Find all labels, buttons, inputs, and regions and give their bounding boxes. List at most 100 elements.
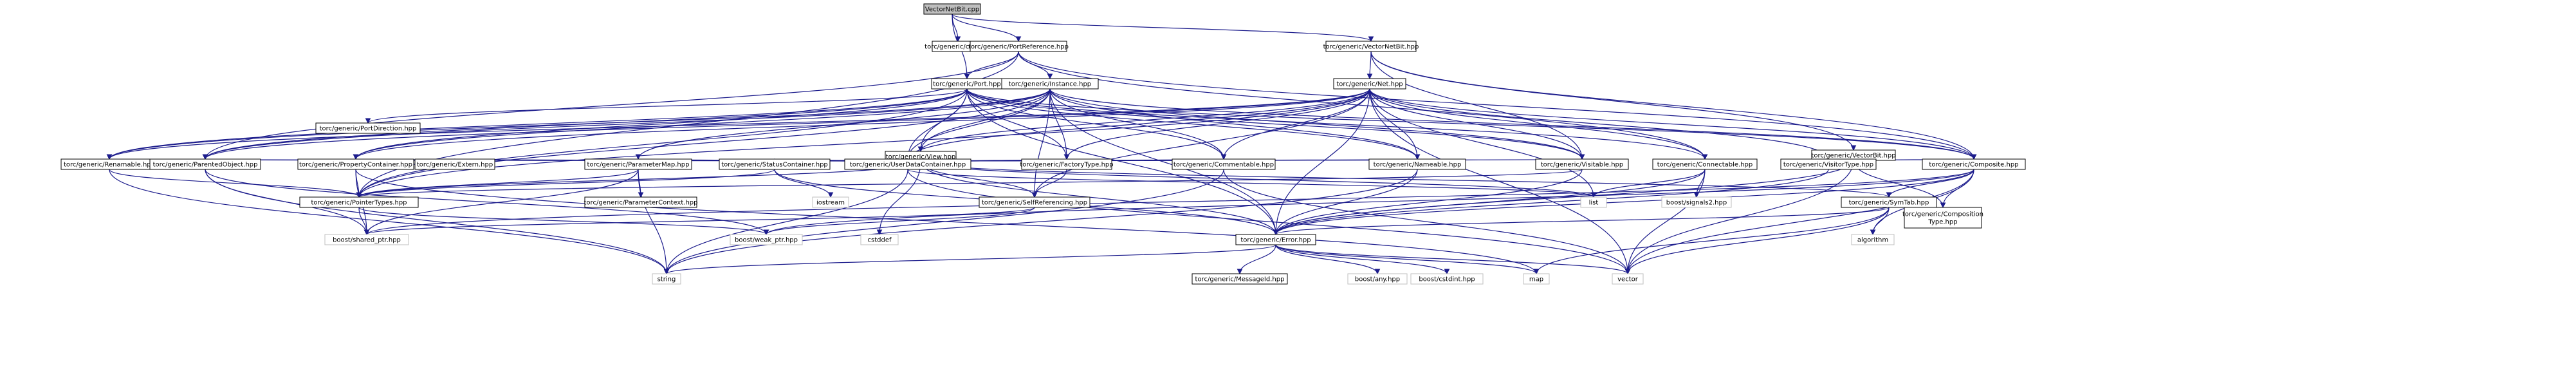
node-box — [860, 234, 899, 245]
node-parammap[interactable]: torc/generic/ParameterMap.hpp — [584, 158, 692, 170]
dependency-edge — [966, 88, 1276, 235]
dependency-edge — [1627, 169, 1974, 274]
node-parented[interactable]: torc/generic/ParentedObject.hpp — [149, 158, 261, 170]
edge-arrowhead — [1971, 154, 1977, 160]
edge-arrowhead — [876, 229, 883, 236]
node-userdata[interactable]: torc/generic/UserDataContainer.hpp — [844, 158, 971, 170]
node-shared: boost/shared_ptr.hpp — [324, 234, 409, 245]
dependency-edge — [1223, 169, 1628, 274]
node-msgid[interactable]: torc/generic/MessageId.hpp — [1191, 273, 1288, 285]
node-label: map — [1529, 276, 1543, 283]
node-composite[interactable]: torc/generic/Composite.hpp — [1922, 158, 2026, 170]
edge-arrowhead — [1063, 154, 1070, 160]
node-net[interactable]: torc/generic/Net.hpp — [1333, 78, 1406, 90]
node-statuscont[interactable]: torc/generic/StatusContainer.hpp — [719, 158, 831, 170]
node-vnbhpp[interactable]: torc/generic/VectorNetBit.hpp — [1323, 41, 1419, 52]
node-box — [979, 196, 1090, 208]
node-box — [1021, 158, 1112, 170]
node-label: torc/generic/PropertyContainer.hpp — [299, 162, 412, 169]
edge-arrowhead — [1886, 192, 1892, 198]
node-paramctx[interactable]: torc/generic/ParameterContext.hpp — [584, 196, 698, 208]
node-portdir[interactable]: torc/generic/PortDirection.hpp — [315, 122, 421, 134]
node-label: torc/generic/Net.hpp — [1336, 81, 1403, 88]
dependency-edge — [666, 244, 1276, 274]
dependency-edge — [358, 169, 1583, 198]
dependency-edge — [638, 88, 1051, 160]
node-label: torc/generic/UserDataContainer.hpp — [850, 162, 966, 169]
node-portref[interactable]: torc/generic/PortReference.hpp — [968, 41, 1069, 52]
node-selfref[interactable]: torc/generic/SelfReferencing.hpp — [979, 196, 1090, 208]
dependency-edge — [358, 169, 639, 198]
edge-arrowhead — [353, 154, 359, 160]
node-commentable[interactable]: torc/generic/Commentable.hpp — [1172, 158, 1276, 170]
node-nameable[interactable]: torc/generic/Nameable.hpp — [1368, 158, 1466, 170]
node-box — [1191, 273, 1288, 285]
node-extern[interactable]: torc/generic/Extern.hpp — [414, 158, 495, 170]
node-renamable[interactable]: torc/generic/Renamable.hpp — [60, 158, 158, 170]
dependency-edge — [1275, 244, 1537, 274]
dependency-edge — [1627, 169, 1706, 274]
node-label: Type.hpp — [1927, 219, 1957, 226]
node-label: torc/generic/Extern.hpp — [417, 162, 493, 169]
dependency-edge — [1369, 88, 1583, 160]
node-connectable[interactable]: torc/generic/Connectable.hpp — [1652, 158, 1758, 170]
node-label: torc/generic/Port.hpp — [933, 81, 1001, 88]
dependency-edge — [666, 169, 1224, 274]
edge-arrowhead — [763, 229, 769, 236]
node-box — [1661, 196, 1732, 208]
node-label: torc/generic/SymTab.hpp — [1849, 200, 1929, 207]
dependency-edge — [358, 207, 767, 235]
node-label: torc/generic/config.h — [925, 44, 991, 51]
node-vector: vector — [1612, 273, 1644, 285]
node-visitable[interactable]: torc/generic/Visitable.hpp — [1535, 158, 1629, 170]
dependency-edge — [358, 169, 775, 198]
edge-arrowhead — [964, 73, 970, 80]
dependency-edge — [952, 14, 1372, 42]
node-factory[interactable]: torc/generic/FactoryType.hpp — [1020, 158, 1114, 170]
dependency-edge — [966, 88, 1706, 160]
edge-arrowhead — [663, 269, 670, 275]
node-label: torc/generic/StatusContainer.hpp — [721, 162, 828, 169]
node-instance[interactable]: torc/generic/Instance.hpp — [1001, 78, 1099, 90]
node-label: torc/generic/Renamable.hpp — [64, 162, 155, 169]
node-visitortype[interactable]: torc/generic/VisitorType.hpp — [1780, 158, 1877, 170]
node-label: torc/generic/Visitable.hpp — [1541, 162, 1623, 169]
node-label: torc/generic/ParameterMap.hpp — [587, 162, 690, 169]
node-list: list — [1580, 196, 1607, 208]
node-label: boost/any.hpp — [1355, 276, 1400, 283]
dependency-edge — [966, 88, 1418, 160]
node-box — [1841, 196, 1937, 208]
edge-arrowhead — [1624, 269, 1631, 275]
node-symtab[interactable]: torc/generic/SymTab.hpp — [1841, 196, 1937, 208]
node-label: torc/generic/ParameterContext.hpp — [584, 200, 698, 207]
node-box — [584, 158, 692, 170]
edge-arrowhead — [1444, 269, 1450, 275]
node-box — [584, 196, 697, 208]
node-iostream: iostream — [812, 196, 849, 208]
node-label: torc/generic/SelfReferencing.hpp — [982, 200, 1087, 207]
node-box — [1235, 234, 1316, 245]
dependency-edge — [355, 88, 1051, 160]
node-box — [652, 273, 681, 285]
node-box — [1325, 41, 1417, 52]
node-label: torc/generic/PortDirection.hpp — [320, 126, 417, 133]
edge-arrowhead — [1366, 73, 1373, 80]
node-box — [1922, 158, 2026, 170]
edge-arrowhead — [1579, 154, 1585, 160]
node-cstdint: boost/cstdint.hpp — [1410, 273, 1484, 285]
node-label: boost/weak_ptr.hpp — [735, 237, 798, 244]
node-box — [1001, 78, 1099, 90]
node-label: torc/generic/Connectable.hpp — [1657, 162, 1753, 169]
edge-arrowhead — [1374, 269, 1381, 275]
node-vnbcpp[interactable]: VectorNetBit.cpp — [923, 3, 981, 15]
node-propcont[interactable]: torc/generic/PropertyContainer.hpp — [297, 158, 414, 170]
dependency-edge — [1066, 88, 1370, 160]
node-label: string — [658, 276, 676, 283]
node-port[interactable]: torc/generic/Port.hpp — [931, 78, 1003, 90]
node-label: torc/generic/Composite.hpp — [1929, 162, 2018, 169]
node-box — [812, 196, 849, 208]
dependency-edge — [966, 88, 1583, 160]
node-error[interactable]: torc/generic/Error.hpp — [1235, 234, 1316, 245]
node-pointertypes[interactable]: torc/generic/PointerTypes.hpp — [299, 196, 419, 208]
